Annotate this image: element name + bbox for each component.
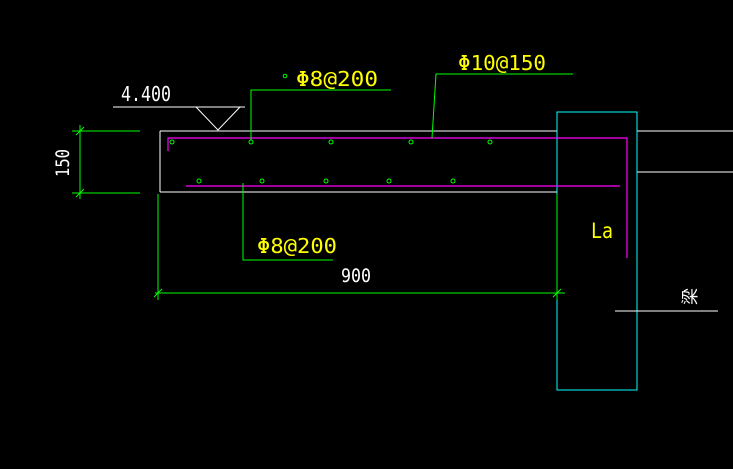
top-rebar [167, 137, 628, 258]
beam-label: 梁 [681, 288, 701, 305]
thickness-dim-label: 150 [52, 149, 74, 177]
anchorage-label: La [591, 219, 613, 243]
thickness-dimension [72, 125, 140, 199]
label-bottom-bar: Φ8@200 [257, 234, 337, 258]
leader-top-main [431, 73, 573, 139]
leader-lines [242, 73, 573, 261]
length-dimension [153, 194, 565, 300]
elevation-marker [113, 106, 245, 131]
slab-outline [159, 130, 733, 193]
label-top-dist-bar: Φ8@200 [296, 67, 378, 91]
label-top-main-bar: Φ10@150 [458, 51, 546, 75]
leader-top-dist [250, 89, 391, 140]
length-dim-label: 900 [341, 265, 371, 287]
rebar-dots-bottom [196, 178, 456, 184]
leader-bottom [242, 183, 333, 261]
rebar-lines [167, 137, 628, 258]
leader-dot [282, 73, 288, 79]
elevation-label: 4.400 [121, 82, 171, 106]
